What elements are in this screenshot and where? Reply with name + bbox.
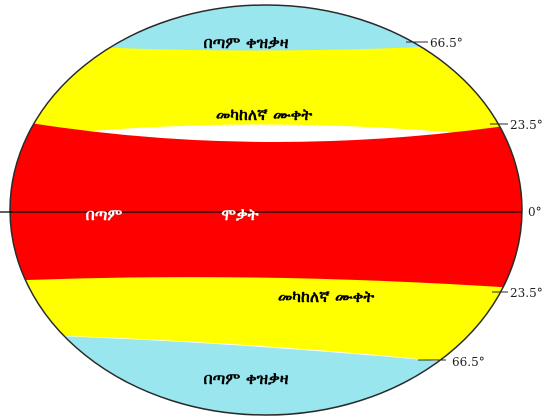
torrid-label-right: ሞቃት <box>221 205 258 224</box>
torrid-label-left: በጣም <box>86 205 123 224</box>
south-antarctic-latitude-label: 66.5° <box>452 355 485 369</box>
north-temperate-label: መካከለኛ ሙቀት <box>216 105 313 124</box>
equator-latitude-label: 0° <box>528 205 542 219</box>
north-tropic-latitude-label: 23.5° <box>510 118 543 132</box>
south-tropic-latitude-label: 23.5° <box>510 286 543 300</box>
north-temperate-zone <box>10 40 522 142</box>
south-frigid-label: በጣም ቀዝቃዛ <box>204 369 289 388</box>
south-temperate-label: መካከለኛ ሙቀት <box>278 287 375 306</box>
globe-outline <box>9 4 523 416</box>
north-frigid-label: በጣም ቀዝቃዛ <box>204 33 289 52</box>
south-temperate-zone <box>10 277 522 372</box>
north-arctic-latitude-label: 66.5° <box>430 36 463 50</box>
